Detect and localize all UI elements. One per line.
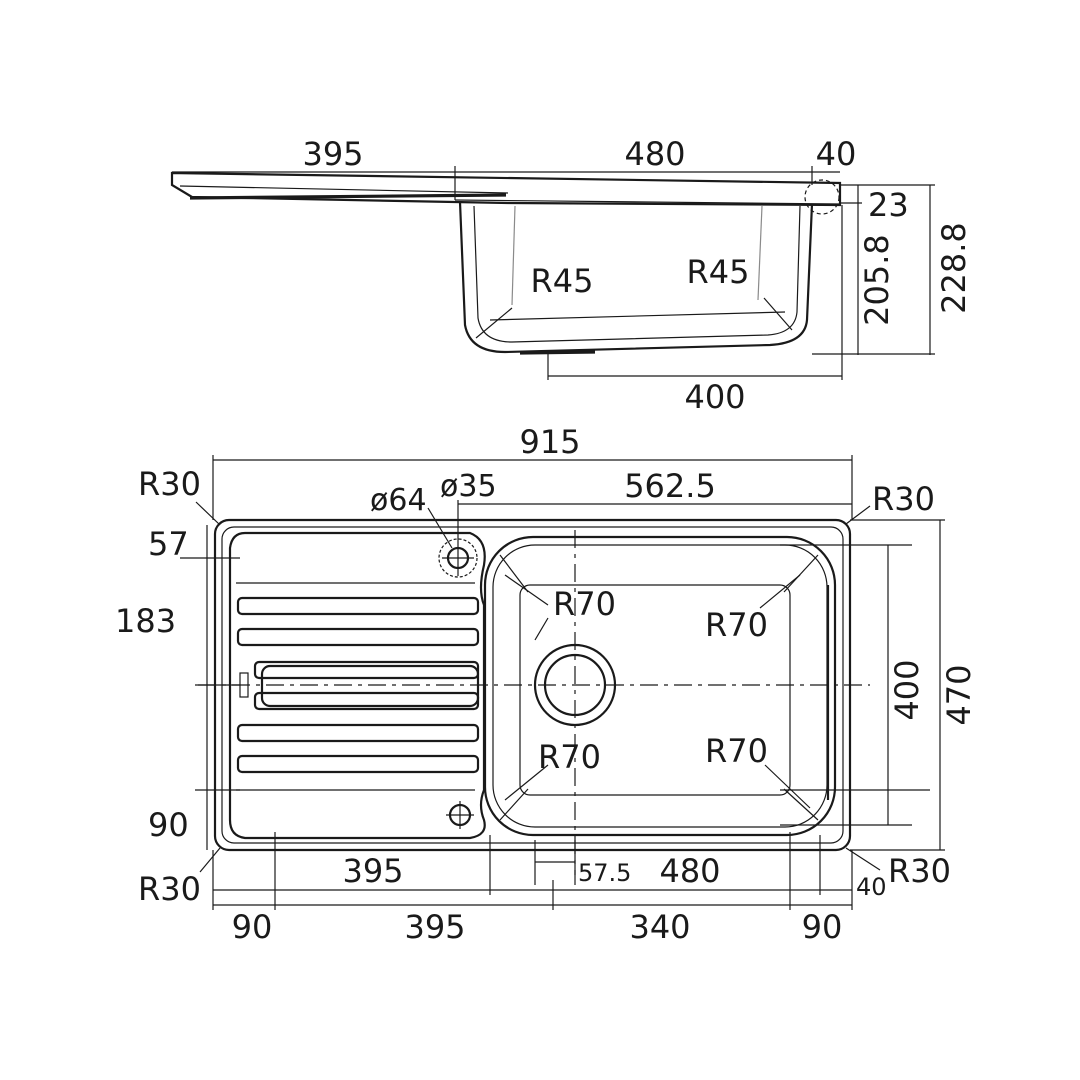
drainer-rib	[253, 660, 480, 680]
bowl-corner-tl	[499, 554, 529, 593]
side-dim-bowl: 480	[624, 135, 685, 173]
r30-leader-br	[845, 847, 881, 871]
top-view: 915 R30 ø64 ø35 562.5 R30 57 183 R70 R70…	[115, 423, 978, 946]
drainer-rib	[236, 627, 480, 647]
radius-bottom-left: R30	[138, 870, 201, 908]
side-view-top-line	[454, 199, 841, 205]
tap-hole-outer	[438, 538, 478, 578]
side-view-r45-right-leader	[763, 297, 793, 331]
side-view-rim	[170, 171, 842, 207]
side-radius-right: R45	[687, 253, 750, 291]
side-dim-total-depth: 228.8	[935, 222, 973, 314]
drainer-rib	[236, 754, 480, 774]
side-view-wall-left	[511, 205, 516, 306]
side-dim-bottom: 400	[684, 378, 745, 416]
dim-overall-depth: 470	[940, 664, 978, 725]
drainer-area	[228, 531, 486, 840]
dim-tap-offset: 562.5	[624, 467, 716, 505]
side-view-detail-circle	[804, 179, 840, 215]
r70-leader-tl	[504, 574, 549, 606]
r70-leader-tr	[759, 574, 801, 609]
side-view-wall-right	[757, 205, 763, 301]
dim-drainer-width-inner: 395	[342, 852, 403, 890]
side-view-bowl-inner	[473, 205, 801, 343]
bowl-radius-bottom-right: R70	[705, 732, 768, 770]
side-dim-rim: 40	[816, 135, 857, 173]
dim-right-edge: 90	[802, 908, 843, 946]
drainer-ribs	[236, 596, 480, 774]
dim-bowl-height: 400	[888, 659, 926, 720]
radius-top-right: R30	[872, 480, 935, 518]
drainer-rib	[236, 723, 480, 743]
side-view-waste	[519, 350, 596, 355]
drainer-centre-rib	[260, 664, 480, 708]
bowl-mid	[492, 544, 828, 828]
side-dim-rim-depth: 23	[868, 186, 909, 224]
dim-bowl-cutout: 340	[629, 908, 690, 946]
dim-drainer-height: 183	[115, 602, 176, 640]
side-view: 395 480 40 23 R45 R45 205.8 228.8 400	[170, 135, 973, 416]
dim-left-edge: 90	[232, 908, 273, 946]
bowl-corner-br	[783, 788, 819, 821]
dim-tap-hole-large: ø64	[370, 483, 427, 518]
drainer-rib	[236, 596, 480, 616]
side-view-drainer-lip	[189, 193, 507, 200]
radius-bottom-right: R30	[888, 852, 951, 890]
dim-overall-width: 915	[519, 423, 580, 461]
side-view-bowl	[458, 201, 814, 354]
side-dim-drainer: 395	[302, 135, 363, 173]
dim-top-margin: 57	[148, 525, 189, 563]
side-view-drainer-line	[179, 185, 509, 194]
r70-leader-tl-2	[534, 617, 549, 641]
r70-leader-br	[764, 764, 811, 809]
dim-bowl-width-inner: 480	[659, 852, 720, 890]
dim-bottom-margin: 90	[148, 806, 189, 844]
r30-leader-tr	[845, 505, 871, 525]
dim-rim-right: 40	[856, 873, 887, 901]
side-view-r45-left-leader	[475, 307, 513, 339]
side-view-bowl-floor	[489, 311, 786, 321]
side-radius-left: R45	[531, 262, 594, 300]
bowl-radius-top-left: R70	[553, 585, 616, 623]
side-dim-bowl-depth: 205.8	[858, 234, 896, 326]
r30-leader-bl	[199, 847, 221, 873]
dim-waste-offset: 57.5	[578, 859, 631, 887]
bowl-radius-top-right: R70	[705, 606, 768, 644]
bowl-floor	[519, 584, 791, 796]
bowl-outer	[483, 535, 837, 837]
dim-tap-hole-small: ø35	[440, 469, 497, 504]
r70-leader-bl	[504, 764, 549, 801]
dim-drainer-width-outer: 395	[404, 908, 465, 946]
r30-leader-tl	[195, 501, 221, 526]
radius-top-left: R30	[138, 465, 201, 503]
phi-leader	[427, 507, 453, 549]
bowl-corner-tr	[783, 554, 819, 593]
bowl-corner-bl	[499, 788, 529, 821]
bowl-radius-bottom-left: R70	[538, 738, 601, 776]
